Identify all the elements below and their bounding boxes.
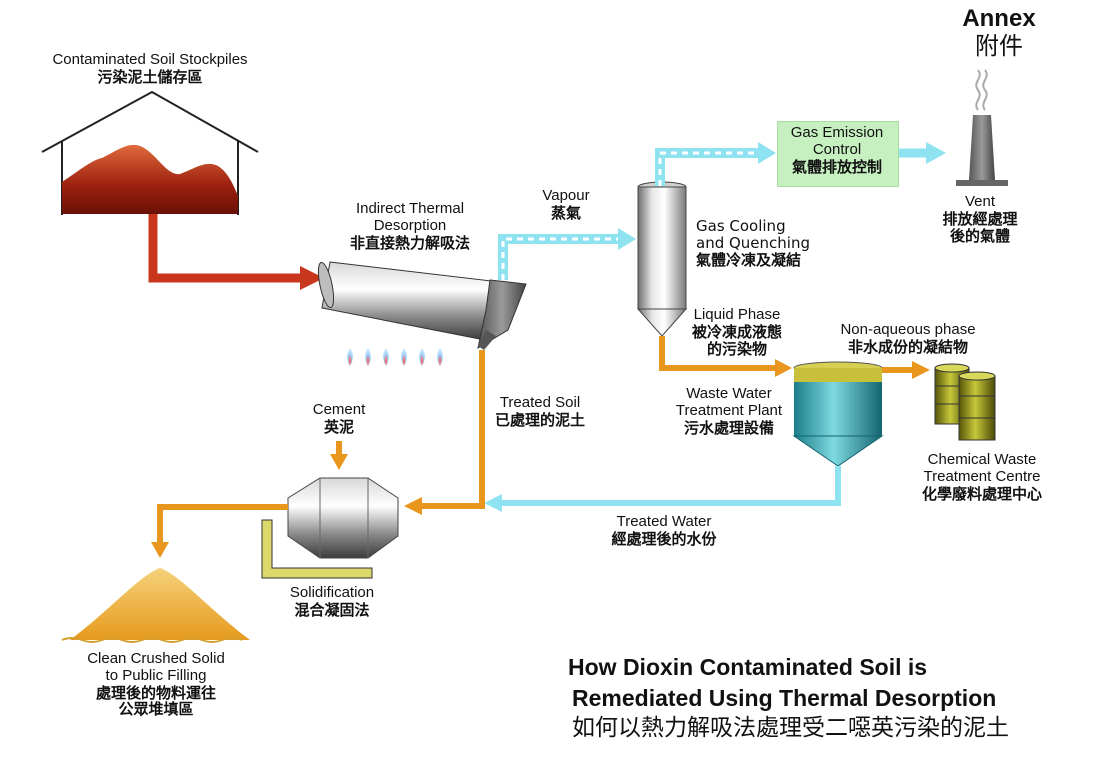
gas-emission-control-box xyxy=(777,121,899,187)
gas-emission-label: Gas Emission Control 氣體排放控制 xyxy=(777,124,897,176)
gas-cooling-zh: 氣體冷凍及凝結 xyxy=(696,250,802,269)
clean-solid-label: Clean Crushed Solid to Public Filling 處理… xyxy=(64,650,248,719)
treated-water-en: Treated Water xyxy=(616,513,712,530)
gas-emission-en2: Control xyxy=(812,140,862,158)
solidification-label: Solidification 混合凝固法 xyxy=(272,584,392,619)
soil-feed-arrow xyxy=(148,214,306,283)
title-en2: Remediated Using Thermal Desorption xyxy=(572,685,997,712)
soil-stockpile-shed xyxy=(41,90,259,215)
annex-en: Annex xyxy=(962,5,1036,32)
burner-flames xyxy=(347,348,443,366)
vent-zh2: 後的氣體 xyxy=(949,226,1010,245)
solidification-en: Solidification xyxy=(289,584,375,601)
clean-solid-en2: to Public Filling xyxy=(105,666,207,684)
cement-zh: 英泥 xyxy=(323,417,354,436)
solidification-mixer xyxy=(261,477,399,579)
clean-solid-zh2: 公眾堆填區 xyxy=(118,700,194,719)
chemical-waste-drums xyxy=(934,363,996,441)
output-arrow xyxy=(151,504,288,558)
treated-soil-en: Treated Soil xyxy=(499,394,581,411)
chemical-waste-zh: 化學廢料處理中心 xyxy=(921,484,1042,503)
treated-water-zh: 經處理後的水份 xyxy=(611,529,717,548)
waste-water-en1: Waste Water xyxy=(686,385,772,402)
title-en1: How Dioxin Contaminated Soil is xyxy=(568,654,928,680)
chemical-waste-en1: Chemical Waste xyxy=(927,451,1037,468)
desorption-label: Indirect Thermal Desorption 非直接熱力解吸法 xyxy=(330,200,490,252)
desorption-en2: Desorption xyxy=(373,216,447,234)
clean-solid-en1: Clean Crushed Solid xyxy=(87,650,225,667)
clean-solid-pile xyxy=(61,568,250,643)
stockpiles-label: Contaminated Soil Stockpiles 污染泥土儲存區 xyxy=(30,51,270,86)
waste-water-label: Waste Water Treatment Plant 污水處理設備 xyxy=(654,385,804,437)
emission-to-vent-arrow xyxy=(898,142,946,164)
vapour-arrow xyxy=(498,228,636,280)
vent-en: Vent xyxy=(964,193,996,210)
vapour-zh: 蒸氣 xyxy=(550,203,581,222)
gas-cooling-label: Gas Cooling and Quenching 氣體冷凍及凝結 xyxy=(696,218,846,268)
annex-zh: 附件 xyxy=(975,31,1023,60)
waste-water-en2: Treatment Plant xyxy=(675,401,783,419)
chemical-waste-label: Chemical Waste Treatment Centre 化學廢料處理中心 xyxy=(900,451,1064,503)
cement-en: Cement xyxy=(312,401,366,418)
gas-cooling-en1: Gas Cooling xyxy=(696,217,786,235)
solidification-zh: 混合凝固法 xyxy=(294,600,370,619)
gas-emission-zh: 氣體排放控制 xyxy=(791,157,882,176)
liquid-phase-zh2: 的污染物 xyxy=(706,339,767,358)
gas-emission-en1: Gas Emission xyxy=(790,124,884,141)
gas-cooling-tower xyxy=(636,181,688,337)
liquid-phase-label: Liquid Phase 被冷凍成液態 的污染物 xyxy=(672,306,802,358)
chemical-waste-en2: Treatment Centre xyxy=(923,467,1041,485)
desorption-en1: Indirect Thermal xyxy=(355,200,465,217)
non-aqueous-en: Non-aqueous phase xyxy=(840,321,976,338)
diagram-title: How Dioxin Contaminated Soil is Remediat… xyxy=(556,652,1009,744)
desorption-zh: 非直接熱力解吸法 xyxy=(349,233,470,252)
non-aqueous-arrow xyxy=(882,361,930,379)
treated-water-label: Treated Water 經處理後的水份 xyxy=(594,513,734,548)
vent-label: Vent 排放經處理 後的氣體 xyxy=(930,193,1030,245)
cement-arrow xyxy=(330,441,348,470)
gas-to-emission-arrow xyxy=(655,142,776,186)
waste-water-tank xyxy=(792,361,884,467)
title-zh: 如何以熱力解吸法處理受二噁英污染的泥土 xyxy=(572,715,1009,742)
gas-cooling-en2: and Quenching xyxy=(696,233,810,252)
liquid-phase-arrow xyxy=(659,336,792,377)
non-aqueous-zh: 非水成份的凝結物 xyxy=(847,337,968,356)
vent-stack xyxy=(956,69,1008,186)
clean-solid-zh1: 處理後的物料運往 xyxy=(95,683,216,702)
treated-soil-arrow xyxy=(404,350,485,515)
annex-label: Annex 附件 xyxy=(944,5,1054,60)
stockpiles-zh: 污染泥土儲存區 xyxy=(97,67,203,86)
vapour-label: Vapour 蒸氣 xyxy=(526,187,606,222)
non-aqueous-label: Non-aqueous phase 非水成份的凝結物 xyxy=(818,321,998,356)
liquid-phase-zh1: 被冷凍成液態 xyxy=(691,322,782,341)
desorption-kiln xyxy=(317,261,527,350)
cement-label: Cement 英泥 xyxy=(299,401,379,436)
vapour-en: Vapour xyxy=(542,187,590,204)
vent-zh1: 排放經處理 xyxy=(942,209,1018,228)
liquid-phase-en: Liquid Phase xyxy=(693,306,781,323)
stockpiles-en: Contaminated Soil Stockpiles xyxy=(52,51,248,68)
treated-soil-zh: 已處理的泥土 xyxy=(494,410,585,429)
waste-water-zh: 污水處理設備 xyxy=(683,418,774,437)
treated-soil-label: Treated Soil 已處理的泥土 xyxy=(485,394,595,429)
treated-water-arrow xyxy=(484,466,841,512)
